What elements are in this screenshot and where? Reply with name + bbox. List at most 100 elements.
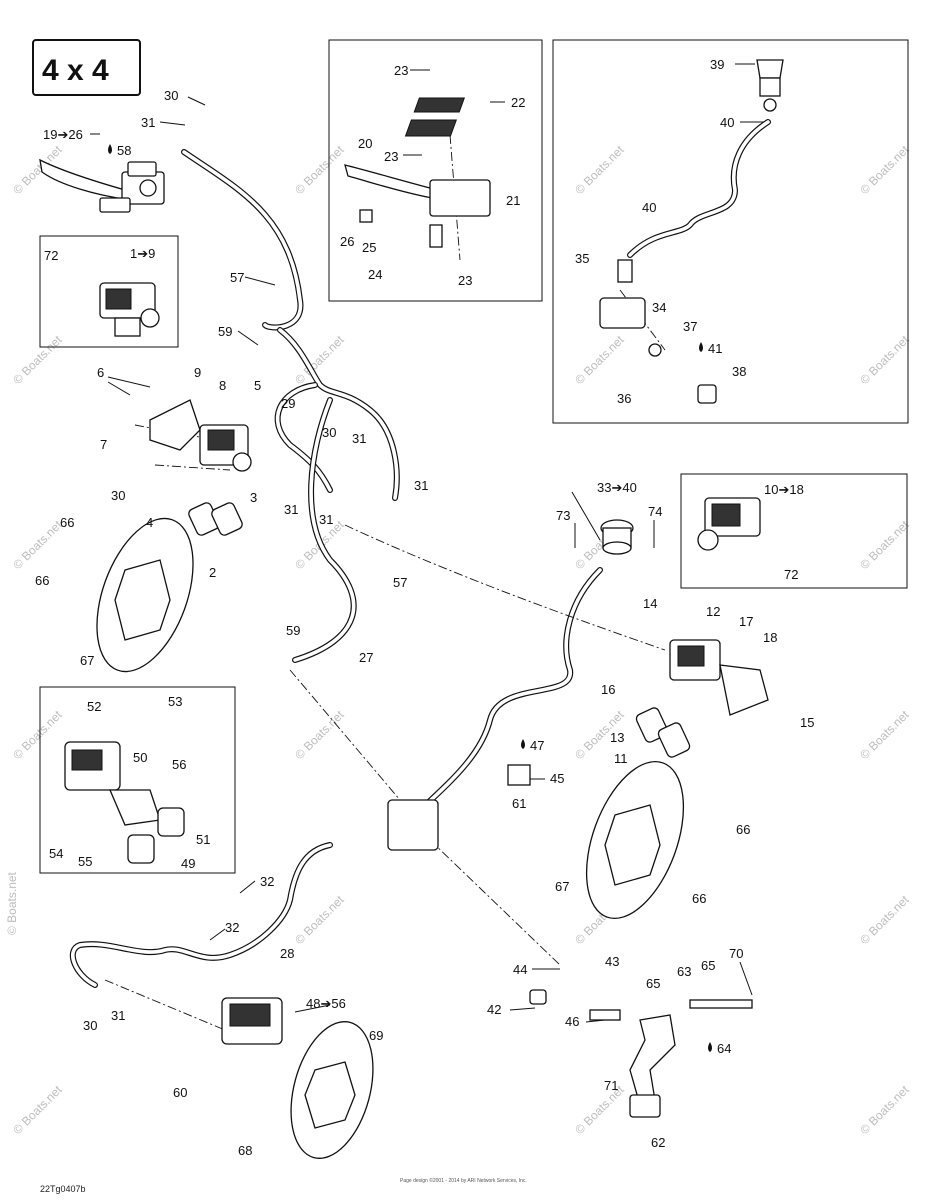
callout-55: 55 (78, 854, 92, 869)
footer-credit: Page design ©2001 - 2014 by ARI Network … (400, 1177, 527, 1184)
watermark: © Boats.net (572, 142, 627, 197)
callout-31: 31 (284, 502, 298, 517)
proportioning-valve (387, 764, 531, 851)
rear-caliper (221, 997, 283, 1045)
callout-56: 56 (172, 757, 186, 772)
callout-45: 45 (550, 771, 564, 786)
badge-frame (32, 39, 141, 96)
inset-caliper-right (697, 497, 761, 551)
callout-40: 40 (642, 200, 656, 215)
callout-53: 53 (168, 694, 182, 709)
callout-36: 36 (617, 391, 631, 406)
watermark: © Boats.net (857, 1082, 912, 1137)
rear-brake-disc (290, 1021, 374, 1159)
watermark: © Boats.net (10, 332, 65, 387)
inset-rear-caliper-box (39, 686, 236, 874)
watermark: © Boats.net (292, 892, 347, 947)
callout-72: 72 (784, 567, 798, 582)
callout-67: 67 (555, 879, 569, 894)
callout-30: 30 (111, 488, 125, 503)
callout-6: 6 (97, 365, 104, 380)
callout-31: 31 (319, 512, 333, 527)
callout-38: 38 (732, 364, 746, 379)
callout-leaders (90, 63, 764, 1023)
callout-26: 26 (340, 234, 354, 249)
brake-hoses (69, 119, 771, 988)
callout-72: 72 (44, 248, 58, 263)
callout-30: 30 (322, 425, 336, 440)
callout-32: 32 (260, 874, 274, 889)
callout-57: 57 (230, 270, 244, 285)
callout-39: 39 (710, 57, 724, 72)
callout-30: 30 (83, 1018, 97, 1033)
callout-70: 70 (729, 946, 743, 961)
callout-10-18: 10➔18 (764, 482, 804, 497)
callout-32: 32 (225, 920, 239, 935)
callout-35: 35 (575, 251, 589, 266)
callout-21: 21 (506, 193, 520, 208)
callout-23: 23 (394, 63, 408, 78)
callout-74: 74 (648, 504, 662, 519)
callout-25: 25 (362, 240, 376, 255)
callout-23: 23 (384, 149, 398, 164)
inset-caliper-box-right (680, 473, 908, 589)
callout-11: 11 (614, 751, 628, 766)
callout-44: 44 (513, 962, 527, 977)
callout-65: 65 (646, 976, 660, 991)
callout-14: 14 (643, 596, 657, 611)
watermark: © Boats.net (10, 517, 65, 572)
callout-30: 30 (164, 88, 178, 103)
front-right-caliper (635, 639, 769, 758)
watermark: © Boats.net (857, 707, 912, 762)
callout-59: 59 (218, 324, 232, 339)
callout-50: 50 (133, 750, 147, 765)
fluid-drop-icon (521, 739, 525, 749)
callout-61: 61 (512, 796, 526, 811)
callout-31: 31 (352, 431, 366, 446)
callout-16: 16 (601, 682, 615, 697)
callout-59: 59 (286, 623, 300, 638)
watermark: © Boats.net (572, 332, 627, 387)
watermark: © Boats.net (572, 1082, 627, 1137)
callout-68: 68 (238, 1143, 252, 1158)
callout-9: 9 (194, 365, 201, 380)
callout-31: 31 (111, 1008, 125, 1023)
callout-33-40: 33➔40 (597, 480, 637, 495)
fluid-drop-icon (708, 1042, 712, 1052)
inset-caliper-left (99, 282, 160, 337)
inset-rear-caliper (64, 741, 185, 864)
inset-master-cylinder-box (328, 39, 543, 302)
callout-3: 3 (250, 490, 257, 505)
callout-42: 42 (487, 1002, 501, 1017)
watermark: © Boats.net (857, 517, 912, 572)
watermark: © Boats.net (10, 707, 65, 762)
callout-34: 34 (652, 300, 666, 315)
callout-24: 24 (368, 267, 382, 282)
callout-64: 64 (717, 1041, 731, 1056)
callout-54: 54 (49, 846, 63, 861)
callout-66: 66 (60, 515, 74, 530)
callout-71: 71 (604, 1078, 618, 1093)
callout-67: 67 (80, 653, 94, 668)
handlebar-master-cylinder (39, 158, 165, 213)
callout-7: 7 (100, 437, 107, 452)
brake-pedal (529, 989, 753, 1118)
watermark: © Boats.net (857, 332, 912, 387)
callout-15: 15 (800, 715, 814, 730)
callout-69: 69 (369, 1028, 383, 1043)
callout-31: 31 (141, 115, 155, 130)
fluid-drop-icon (108, 144, 112, 154)
callout-57: 57 (393, 575, 407, 590)
callout-23: 23 (458, 273, 472, 288)
callout-1-9: 1➔9 (130, 246, 155, 261)
callout-12: 12 (706, 604, 720, 619)
fluid-drop-icon (699, 342, 703, 352)
callout-47: 47 (530, 738, 544, 753)
rear-brake-reservoir (756, 59, 784, 112)
rear-master-cylinder (599, 259, 717, 404)
callout-43: 43 (605, 954, 619, 969)
watermark: © Boats.net (857, 142, 912, 197)
callout-63: 63 (677, 964, 691, 979)
callout-48-56: 48➔56 (306, 996, 346, 1011)
